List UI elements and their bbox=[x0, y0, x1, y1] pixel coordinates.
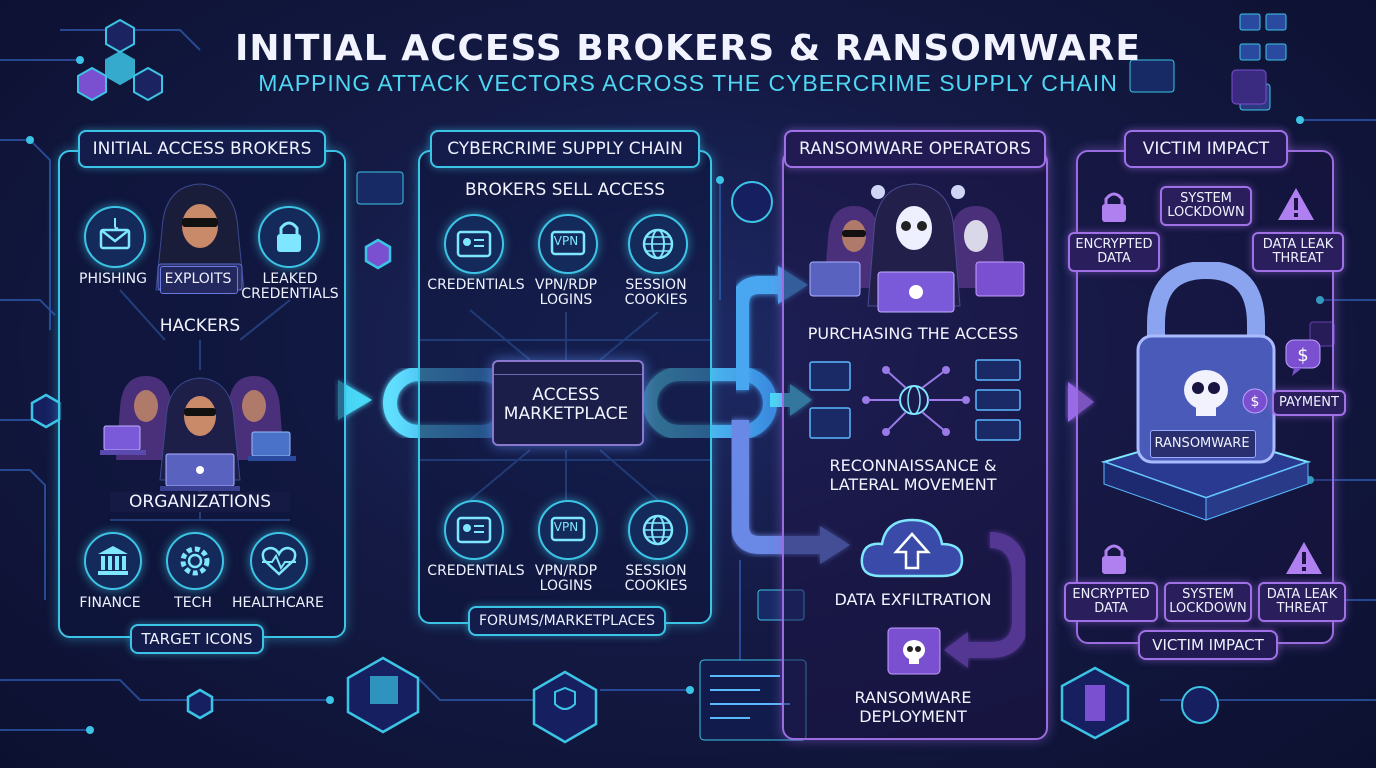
victim-footer-tag: VICTIM IMPACT bbox=[1138, 630, 1278, 660]
globe-icon bbox=[642, 228, 674, 260]
deployment-folder bbox=[884, 620, 944, 678]
credentials-top-circle bbox=[444, 214, 504, 274]
id-card-icon bbox=[456, 230, 492, 258]
dollar-icon: $ bbox=[1242, 388, 1268, 414]
bank-icon bbox=[98, 546, 128, 575]
vpn-top-icon-text: VPN bbox=[553, 234, 579, 248]
warning-icon bbox=[1278, 188, 1314, 220]
laptop-right bbox=[248, 430, 298, 464]
vpn-bottom-circle bbox=[538, 500, 598, 560]
vpn-top-label: VPN/RDP LOGINS bbox=[534, 277, 598, 308]
padlock-icon bbox=[1102, 192, 1126, 222]
hacker-group-icon bbox=[809, 183, 1025, 313]
purchasing-label: PURCHASING THE ACCESS bbox=[807, 324, 1019, 343]
laptop-icon bbox=[248, 431, 296, 461]
recon-label: RECONNAISSANCE & LATERAL MOVEMENT bbox=[829, 456, 997, 494]
dollar-bubble: $ bbox=[1284, 338, 1324, 378]
session-top-circle bbox=[628, 214, 688, 274]
heartbeat-icon bbox=[261, 546, 297, 576]
page-subtitle: MAPPING ATTACK VECTORS ACROSS THE CYBERC… bbox=[258, 70, 1118, 96]
leak-top-tag: DATA LEAK THREAT bbox=[1252, 232, 1344, 272]
ransomware-label: RANSOMWARE bbox=[1154, 436, 1250, 451]
leaked-credentials-label: LEAKED CREDENTIALS bbox=[241, 271, 339, 302]
lockdown-top-tag: SYSTEM LOCKDOWN bbox=[1160, 186, 1252, 226]
skull-icon bbox=[887, 627, 941, 675]
recon-network bbox=[806, 356, 1026, 448]
healthcare-label: HEALTHCARE bbox=[232, 595, 324, 611]
payment-icon: $ bbox=[1240, 386, 1270, 416]
encrypted-bottom-icon bbox=[1096, 540, 1132, 576]
organizations-label: ORGANIZATIONS bbox=[110, 492, 290, 512]
leak-bottom-icon bbox=[1284, 540, 1324, 576]
vpn-top-circle bbox=[538, 214, 598, 274]
brokers-sell-label: BROKERS SELL ACCESS bbox=[464, 180, 666, 200]
brokers-heading: INITIAL ACCESS BROKERS bbox=[78, 130, 326, 168]
payment-tag: PAYMENT bbox=[1272, 390, 1346, 416]
laptop-center bbox=[160, 452, 240, 492]
access-marketplace-box bbox=[492, 360, 644, 446]
deployment-label: RANSOMWARE DEPLOYMENT bbox=[854, 688, 972, 726]
phishing-label: PHISHING bbox=[79, 271, 147, 287]
tech-label: TECH bbox=[174, 595, 212, 611]
network-node-icon bbox=[809, 359, 1021, 441]
credentials-bottom-circle bbox=[444, 500, 504, 560]
encrypted-top-tag: ENCRYPTED DATA bbox=[1068, 232, 1160, 272]
encrypted-bottom-tag: ENCRYPTED DATA bbox=[1064, 582, 1158, 622]
padlock-icon bbox=[1102, 544, 1126, 574]
ransomware-label-box bbox=[1150, 430, 1256, 458]
session-top-label: SESSION COOKIES bbox=[624, 277, 688, 308]
tech-circle bbox=[166, 532, 224, 590]
credentials-bottom-label: CREDENTIALS bbox=[427, 563, 525, 579]
padlock-icon bbox=[277, 221, 301, 252]
finance-circle bbox=[84, 532, 142, 590]
supply-chain-heading: CYBERCRIME SUPPLY CHAIN bbox=[430, 130, 700, 168]
hackers-label: HACKERS bbox=[159, 316, 241, 336]
operators-group bbox=[806, 176, 1026, 316]
laptop-icon bbox=[160, 453, 240, 491]
gear-icon bbox=[180, 546, 210, 576]
access-marketplace-label: ACCESS MARKETPLACE bbox=[503, 385, 629, 424]
laptop-icon bbox=[100, 425, 146, 455]
target-icons-tag: TARGET ICONS bbox=[130, 624, 264, 654]
exfiltration-cloud bbox=[856, 510, 968, 584]
leak-bottom-tag: DATA LEAK THREAT bbox=[1258, 582, 1346, 622]
dollar-icon: $ bbox=[1285, 339, 1321, 376]
vpn-icon bbox=[550, 516, 586, 542]
finance-label: FINANCE bbox=[79, 595, 141, 611]
svg-text:$: $ bbox=[1251, 394, 1260, 410]
globe-icon bbox=[642, 514, 674, 546]
vpn-bottom-icon-text: VPN bbox=[553, 520, 579, 534]
cloud-upload-icon bbox=[860, 518, 964, 578]
vpn-bottom-label: VPN/RDP LOGINS bbox=[534, 563, 598, 594]
session-bottom-circle bbox=[628, 500, 688, 560]
envelope-hook-icon bbox=[99, 218, 131, 250]
exploits-screen bbox=[160, 266, 238, 294]
session-bottom-label: SESSION COOKIES bbox=[624, 563, 688, 594]
vpn-icon bbox=[550, 230, 586, 256]
phishing-circle bbox=[84, 206, 146, 268]
credentials-top-label: CREDENTIALS bbox=[427, 277, 525, 293]
leak-top-icon bbox=[1276, 186, 1316, 222]
page-title: INITIAL ACCESS BROKERS & RANSOMWARE bbox=[235, 28, 1141, 69]
warning-icon bbox=[1286, 542, 1322, 574]
lockdown-bottom-tag: SYSTEM LOCKDOWN bbox=[1164, 582, 1252, 622]
forums-tag: FORUMS/MARKETPLACES bbox=[468, 606, 666, 636]
svg-text:$: $ bbox=[1297, 345, 1308, 366]
healthcare-circle bbox=[250, 532, 308, 590]
id-card-icon bbox=[456, 516, 492, 544]
exfiltration-label: DATA EXFILTRATION bbox=[834, 590, 992, 609]
exploits-label: EXPLOITS bbox=[164, 271, 232, 287]
leaked-circle bbox=[258, 206, 320, 268]
victim-heading: VICTIM IMPACT bbox=[1124, 130, 1288, 168]
encrypted-top-icon bbox=[1096, 188, 1132, 224]
laptop-left bbox=[100, 424, 148, 458]
operators-heading: RANSOMWARE OPERATORS bbox=[784, 130, 1046, 168]
